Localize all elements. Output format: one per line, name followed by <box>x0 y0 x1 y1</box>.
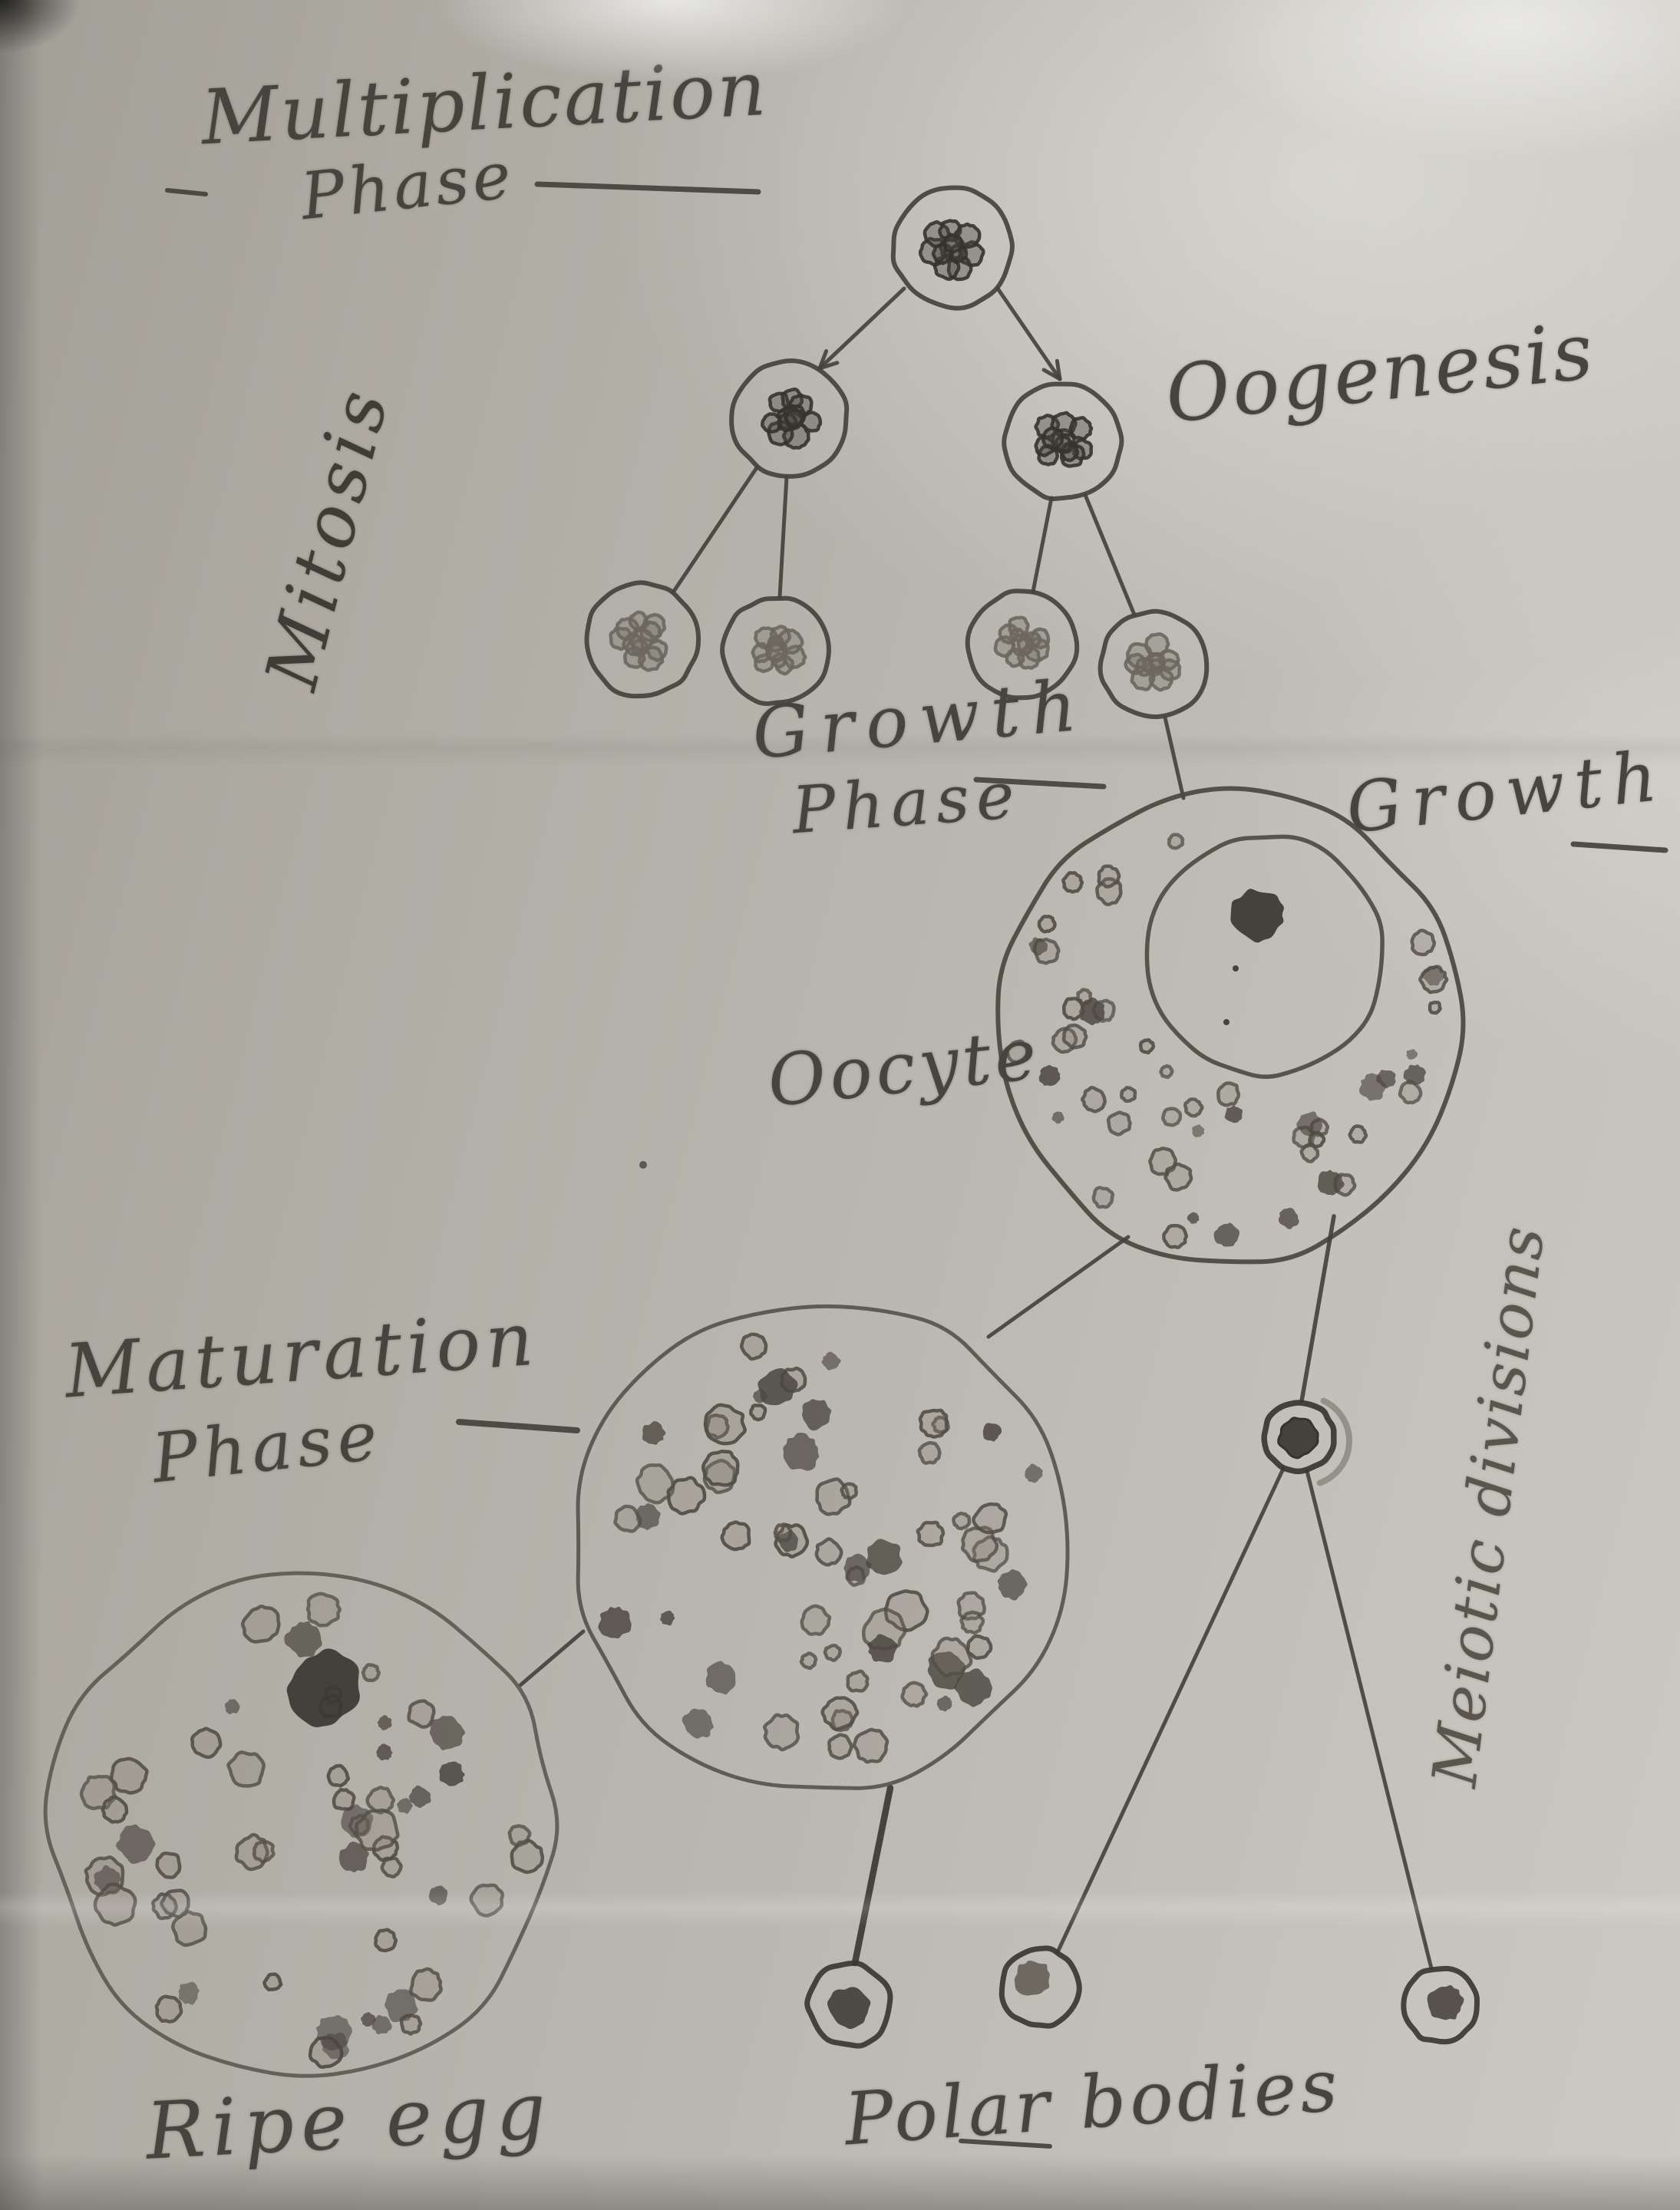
mitosis-tree <box>584 185 1210 800</box>
dividing-cell <box>1261 1397 1352 1486</box>
label-underlines <box>165 181 1668 2149</box>
pencil-speck <box>639 1161 647 1169</box>
polar-bodies <box>804 1945 1480 2049</box>
ripe-egg-cell <box>43 1571 559 2078</box>
secondary-oocyte-cell <box>576 1304 1070 1790</box>
connector-lines <box>518 1214 1434 1971</box>
label-ripe-egg: Ripe egg <box>144 2065 556 2178</box>
oocyte-cell <box>995 786 1466 1265</box>
label-growth-phase-line2: Phase <box>789 757 1024 849</box>
